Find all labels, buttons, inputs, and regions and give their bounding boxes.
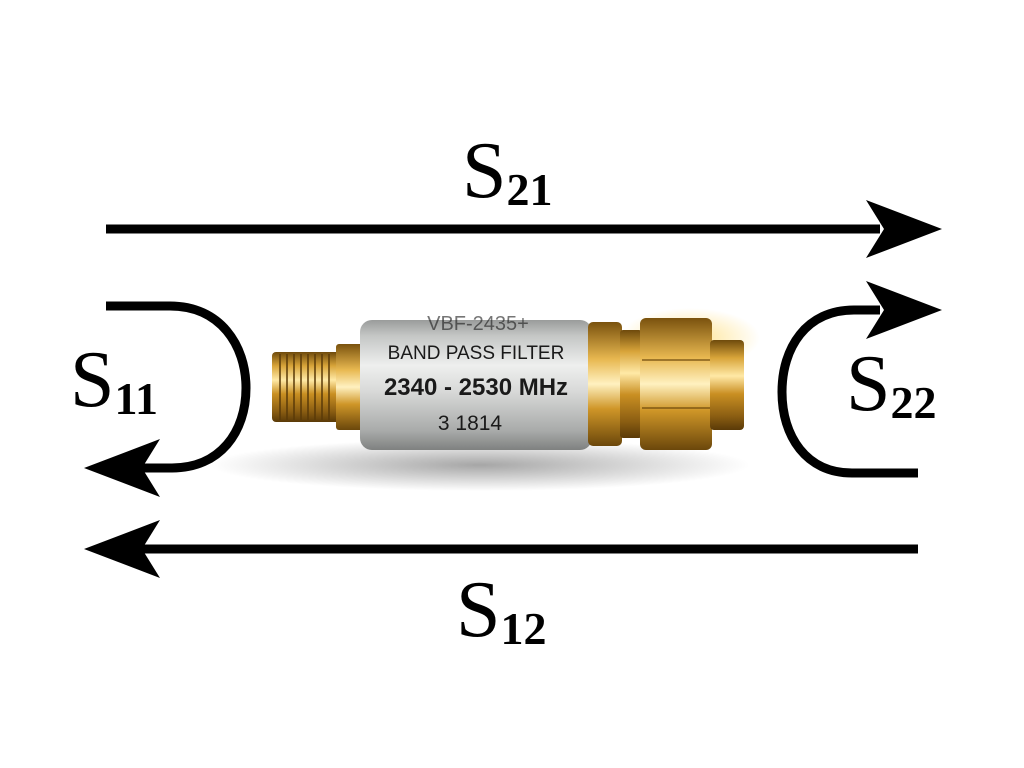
filter-shadow (210, 439, 750, 491)
s21-subscript: 21 (507, 164, 553, 215)
s11-letter: S (70, 336, 115, 424)
s12-subscript: 12 (501, 603, 547, 654)
filter-frequency-label: 2340 - 2530 MHz (384, 374, 568, 401)
s22-arrow (777, 281, 942, 478)
s12-letter: S (456, 566, 501, 654)
s11-arrow (84, 301, 251, 497)
filter-type-label: BAND PASS FILTER (388, 343, 565, 364)
sma-male-connector (588, 318, 744, 450)
s21-letter: S (462, 127, 507, 215)
sma-female-connector (272, 344, 364, 430)
s11-subscript: 11 (115, 373, 158, 424)
filter-body (360, 320, 592, 450)
s21-arrow (106, 200, 942, 258)
s21-label: S21 (462, 127, 553, 215)
s22-letter: S (846, 340, 891, 428)
s22-subscript: 22 (891, 377, 937, 428)
s22-label: S22 (846, 340, 937, 428)
filter-model-label: VBF-2435+ (427, 313, 529, 335)
band-pass-filter: VBF-2435+ BAND PASS FILTER 2340 - 2530 M… (210, 308, 760, 491)
s12-arrow (84, 520, 918, 578)
s11-label: S11 (70, 336, 158, 424)
s12-label: S12 (456, 566, 547, 654)
filter-lot-label: 3 1814 (438, 412, 503, 435)
